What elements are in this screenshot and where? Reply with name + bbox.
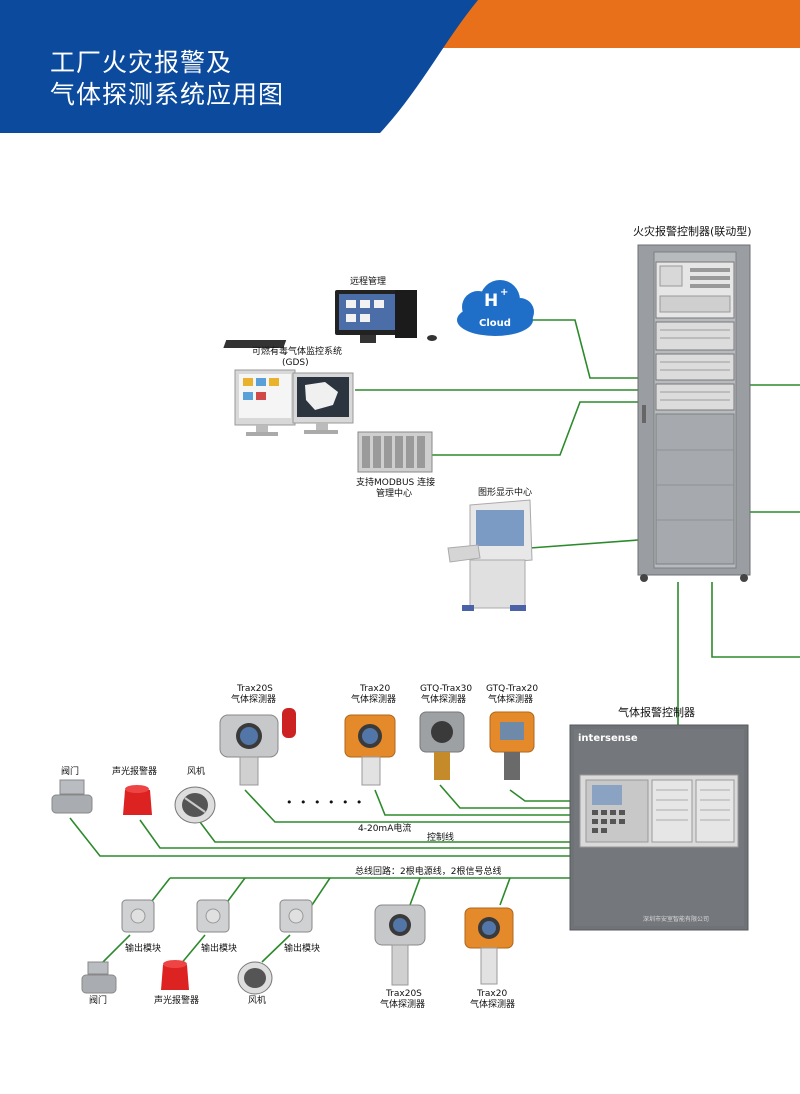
- gtq-trax20-desc: 气体探测器: [488, 695, 534, 705]
- bus-line-label: 总线回路：2根电源线，2根信号总线: [355, 867, 502, 877]
- valve-bottom-label: 阀门: [89, 996, 108, 1006]
- gds-label-line1: 可燃有毒气体监控系统: [252, 347, 343, 357]
- valve-top-label: 阀门: [61, 767, 80, 777]
- page-title-line2: 气体探测系统应用图: [50, 80, 285, 109]
- control-line-label: 控制线: [427, 833, 455, 843]
- cloud-plus-label: +: [500, 287, 509, 298]
- connection-lines: [69, 319, 800, 966]
- modbus-label-line1: 支持MODBUS 连接: [356, 478, 436, 488]
- output-module-3-label: 输出模块: [284, 944, 321, 954]
- gds-monitor-icon: [234, 369, 354, 436]
- remote-pc-icon: [223, 290, 437, 348]
- gtq-trax30-detector: [419, 711, 465, 780]
- alarm-top-label: 声光报警器: [112, 767, 158, 777]
- more-detectors-dots: • • • • • •: [286, 796, 365, 809]
- remote-label: 远程管理: [350, 277, 387, 287]
- gtq-trax30-model: GTQ-Trax30: [420, 684, 473, 694]
- gtq-trax20-model: GTQ-Trax20: [486, 684, 539, 694]
- trax20s-detector-bottom: [374, 904, 426, 986]
- fire-controller-label: 火灾报警控制器(联动型): [633, 225, 752, 238]
- gtq-trax20-detector: [489, 711, 535, 780]
- cloud-icon: [457, 280, 534, 336]
- gas-controller-panel: [569, 724, 749, 931]
- trax20-detector-top: [344, 714, 396, 786]
- trax20-bottom-desc: 气体探测器: [470, 1000, 516, 1010]
- graphic-center-label: 图形显示中心: [478, 488, 533, 498]
- alarm-icon-bottom: [161, 960, 189, 990]
- trax20s-bottom-model: Trax20S: [386, 989, 422, 999]
- valve-icon-top: [51, 779, 93, 814]
- fan-top-label: 风机: [187, 767, 206, 777]
- trax20s-detector-top: [219, 708, 296, 786]
- maker-label: 深圳市安室智能有限公司: [643, 916, 710, 923]
- gas-controller-label: 气体报警控制器: [618, 706, 695, 719]
- fan-bottom-label: 风机: [248, 996, 267, 1006]
- fan-icon-top: [174, 786, 216, 824]
- output-module-2: [196, 899, 230, 933]
- modbus-rack-icon: [357, 431, 433, 473]
- modbus-label-line2: 管理中心: [376, 489, 413, 499]
- output-module-1-label: 输出模块: [125, 944, 162, 954]
- output-module-2-label: 输出模块: [201, 944, 238, 954]
- alarm-bottom-label: 声光报警器: [154, 996, 200, 1006]
- trax20s-top-model: Trax20S: [237, 684, 273, 694]
- gtq-trax30-desc: 气体探测器: [421, 695, 467, 705]
- cloud-h-label: H: [484, 291, 499, 311]
- trax20-top-model: Trax20: [360, 684, 391, 694]
- ma-line-label: 4-20mA电流: [358, 824, 412, 834]
- trax20s-bottom-desc: 气体探测器: [380, 1000, 426, 1010]
- fan-icon-bottom: [237, 961, 273, 995]
- header-blue-banner: [0, 0, 478, 133]
- fire-alarm-cabinet: [637, 244, 751, 582]
- page-title: 工厂火灾报警及 气体探测系统应用图: [50, 47, 284, 111]
- gds-label-line2: (GDS): [282, 358, 309, 368]
- output-module-3: [279, 899, 313, 933]
- trax20-detector-bottom: [464, 907, 514, 985]
- cloud-label: Cloud: [479, 318, 511, 329]
- trax20-top-desc: 气体探测器: [351, 695, 397, 705]
- valve-icon-bottom: [81, 961, 117, 994]
- output-module-1: [121, 899, 155, 933]
- trax20s-top-desc: 气体探测器: [231, 695, 277, 705]
- graphic-console-icon: [447, 499, 533, 611]
- alarm-icon-top: [123, 785, 152, 815]
- trax20-bottom-model: Trax20: [477, 989, 508, 999]
- header-orange-band: [440, 0, 800, 48]
- brand-label: intersense: [578, 733, 638, 744]
- page-title-line1: 工厂火灾报警及: [50, 48, 233, 77]
